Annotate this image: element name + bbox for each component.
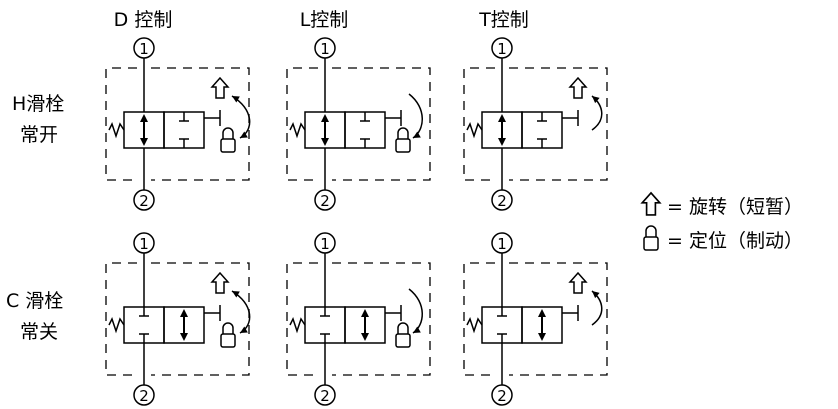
spring	[466, 317, 483, 334]
legend: = 旋转（短暂） = 定位（制动）	[640, 191, 803, 252]
housing-right	[509, 262, 608, 376]
port-1: 1	[133, 37, 155, 59]
port-2: 2	[314, 189, 336, 211]
svg-text:2: 2	[320, 387, 330, 405]
row-label-h-line1: H滑栓	[12, 93, 64, 115]
column-title-t: T控制	[478, 9, 529, 31]
rotate-arrow-icon	[568, 271, 588, 294]
valve-cell-d-closed: 12	[105, 232, 251, 406]
curved-arrow-down	[408, 288, 423, 334]
legend-detent-text: = 定位（制动）	[667, 230, 803, 252]
svg-text:1: 1	[139, 235, 149, 253]
housing-left	[105, 67, 137, 181]
svg-text:2: 2	[320, 192, 330, 210]
svg-text:1: 1	[497, 235, 507, 253]
rotate-arrow-icon	[210, 271, 230, 294]
port-1: 1	[133, 232, 155, 254]
svg-text:2: 2	[139, 192, 149, 210]
detent-lock-icon	[395, 322, 411, 348]
housing-right	[509, 67, 608, 181]
block-right	[521, 306, 563, 344]
curved-arrow-down	[231, 95, 251, 139]
row-label-c-line1: C 滑栓	[6, 290, 63, 312]
rotate-arrow-icon	[210, 76, 230, 99]
housing-right	[332, 67, 431, 181]
port-1: 1	[314, 37, 336, 59]
svg-text:2: 2	[497, 387, 507, 405]
svg-text:1: 1	[320, 235, 330, 253]
housing-left	[286, 262, 318, 376]
curved-arrow-up	[591, 290, 603, 326]
row-label-h-line2: 常开	[20, 124, 58, 146]
curved-arrow-up	[591, 95, 603, 131]
housing-left	[105, 262, 137, 376]
svg-text:2: 2	[497, 192, 507, 210]
port-2: 2	[133, 384, 155, 406]
spring	[108, 317, 125, 334]
legend-lock-icon	[643, 225, 659, 251]
block-right	[344, 306, 386, 344]
housing-right	[332, 262, 431, 376]
spring	[108, 122, 125, 139]
legend-up-arrow-icon	[640, 191, 662, 216]
port-2: 2	[133, 189, 155, 211]
port-1: 1	[491, 232, 513, 254]
valve-cell-l-closed: 12	[286, 232, 431, 406]
valve-cell-t-closed: 12	[463, 232, 608, 406]
valve-cell-t-open: 12	[463, 37, 608, 211]
spring	[289, 317, 306, 334]
valve-cell-l-open: 12	[286, 37, 431, 211]
curved-arrow-down	[408, 93, 423, 139]
spring	[289, 122, 306, 139]
port-2: 2	[491, 384, 513, 406]
housing-left	[286, 67, 318, 181]
housing-right	[151, 67, 250, 181]
curved-arrow-up-tip	[232, 96, 240, 103]
detent-lock-icon	[220, 127, 236, 153]
svg-text:1: 1	[320, 40, 330, 58]
housing-right	[151, 262, 250, 376]
port-2: 2	[314, 384, 336, 406]
housing-left	[463, 67, 495, 181]
rotate-arrow-icon	[568, 76, 588, 99]
column-title-d: D 控制	[114, 9, 173, 31]
svg-text:1: 1	[497, 40, 507, 58]
legend-rotate-text: = 旋转（短暂）	[667, 196, 803, 218]
port-1: 1	[314, 232, 336, 254]
valve-cell-d-open: 12	[105, 37, 251, 211]
row-label-c-line2: 常关	[20, 321, 58, 343]
column-title-l: L控制	[300, 9, 349, 31]
detent-lock-icon	[395, 127, 411, 153]
svg-text:1: 1	[139, 40, 149, 58]
spring	[466, 122, 483, 139]
svg-text:2: 2	[139, 387, 149, 405]
port-2: 2	[491, 189, 513, 211]
port-1: 1	[491, 37, 513, 59]
curved-arrow-up-tip	[232, 291, 240, 298]
housing-left	[463, 262, 495, 376]
curved-arrow-down	[231, 290, 251, 334]
detent-lock-icon	[220, 322, 236, 348]
block-right	[163, 306, 205, 344]
